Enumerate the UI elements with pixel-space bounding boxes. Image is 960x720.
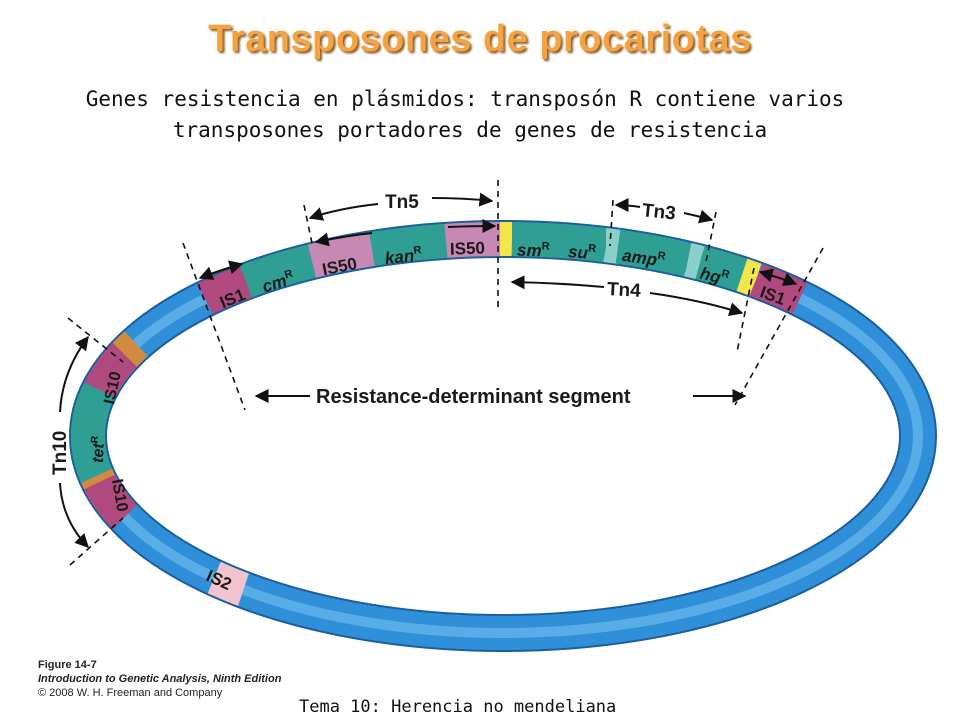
tn4-arrow-left <box>510 275 605 290</box>
segment-is50-b <box>444 222 500 258</box>
tn10-arrow-top <box>59 335 89 413</box>
segment-light-right <box>683 243 706 280</box>
segment-labels: IS1 cmR IS50 kanR IS50 smR suR ampR hgR … <box>89 238 788 594</box>
segment-light-left <box>603 228 622 264</box>
label-hg: hgR <box>698 263 731 289</box>
figure-caption: Figure 14-7 Introduction to Genetic Anal… <box>38 658 281 700</box>
segment-is10-bottom <box>84 474 137 530</box>
is50-a-arrow <box>314 232 373 247</box>
tn5-arrow-left <box>308 203 379 221</box>
is1-right-arrow <box>758 268 798 286</box>
label-su: suR <box>567 241 596 263</box>
subtitle-line-1: Genes resistencia en plásmidos: transpos… <box>85 87 845 111</box>
boundary-lines <box>67 180 824 566</box>
tn10-arrow-bottom <box>59 482 89 549</box>
caption-book: Introduction to Genetic Analysis, Ninth … <box>38 673 282 685</box>
segment-is2 <box>207 561 249 606</box>
is50-b-arrow <box>447 219 497 234</box>
tn4-label: Tn4 <box>606 279 641 302</box>
segment-yellow-right <box>736 258 762 296</box>
bracket-arrows <box>59 192 798 549</box>
tn3-arrow-right <box>683 209 714 224</box>
tn5-label: Tn5 <box>385 192 419 213</box>
label-tet: tetR <box>89 435 108 463</box>
label-is10-bottom: IS10 <box>108 478 130 513</box>
segment-cm <box>240 244 316 298</box>
label-is10-top: IS10 <box>101 370 124 406</box>
tn10-label: Tn10 <box>50 431 71 475</box>
segment-sm-su <box>511 222 609 263</box>
caption-copyright: © 2008 W. H. Freeman and Company <box>38 687 223 699</box>
subtitle-line-2: transposones portadores de genes de resi… <box>172 118 768 142</box>
label-sm: smR <box>517 240 550 261</box>
segment-kan <box>369 223 448 266</box>
segment-hg <box>695 246 747 292</box>
segment-tet <box>70 382 115 483</box>
label-amp: ampR <box>621 245 666 271</box>
tn3-label: Tn3 <box>641 200 677 224</box>
tn5-arrow-right <box>431 192 494 207</box>
page-title: Transposones de procariotas <box>208 18 752 60</box>
subtitle: Genes resistencia en plásmidos: transpos… <box>0 84 930 146</box>
is1-left-arrow <box>198 260 244 280</box>
tn4-arrow-right <box>649 292 744 316</box>
resistance-segment-label: Resistance-determinant segment <box>316 386 631 408</box>
caption-figure: Figure 14-7 <box>38 659 97 671</box>
segment-is10-top <box>84 342 137 398</box>
segment-amp <box>615 229 693 277</box>
label-is50-b: IS50 <box>450 238 486 258</box>
footer-text: Tema 10: Herencia no mendeliana <box>299 697 617 717</box>
tn3-arrow-left <box>614 198 641 213</box>
segment-is1-left <box>197 265 253 315</box>
label-kan: kanR <box>384 244 423 268</box>
segment-is50-a <box>307 232 375 278</box>
